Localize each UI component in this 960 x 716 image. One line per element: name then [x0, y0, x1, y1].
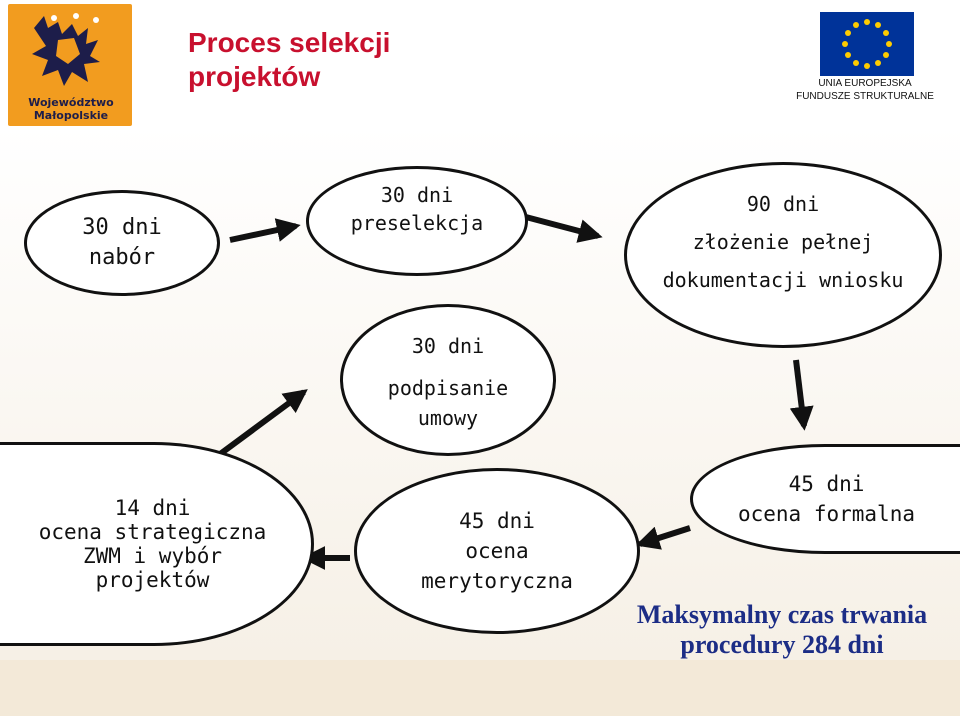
node-merytoryczna-days: 45 dni — [459, 509, 535, 533]
node-nabor: 30 dni nabór — [24, 190, 220, 296]
logo-text-line2: Małopolskie — [33, 109, 109, 122]
node-strategiczna-label-line3: projektów — [95, 568, 210, 592]
arrow-strategiczna-to-umowa — [210, 389, 308, 463]
eu-caption: UNIA EUROPEJSKA FUNDUSZE STRUKTURALNE — [780, 77, 950, 103]
node-formalna-label: ocena formalna — [737, 502, 915, 526]
summary-line1: Maksymalny czas trwania — [636, 600, 928, 629]
node-dokumentacja-label-line2: dokumentacji wniosku — [662, 268, 904, 292]
node-dokumentacja-label-line1: złożenie pełnej — [692, 230, 874, 254]
node-preselekcja-days: 30 dni — [380, 183, 454, 207]
logo-text-line1: Województwo — [28, 96, 114, 109]
node-merytoryczna-label-line2: merytoryczna — [421, 569, 573, 593]
node-merytoryczna-label-line1: ocena — [465, 539, 529, 563]
eu-caption-line1: UNIA EUROPEJSKA — [818, 78, 912, 89]
node-formalna: 45 dni ocena formalna — [690, 444, 960, 554]
node-strategiczna: 14 dni ocena strategiczna ZWM i wybór pr… — [0, 442, 314, 646]
malopolska-logo: Województwo Małopolskie — [8, 4, 132, 126]
node-umowa-label-line1: podpisanie — [387, 376, 509, 400]
node-strategiczna-days: 14 dni — [114, 496, 191, 520]
eu-caption-line2: FUNDUSZE STRUKTURALNE — [796, 91, 934, 102]
node-umowa-days: 30 dni — [411, 334, 485, 358]
node-nabor-days: 30 dni — [82, 215, 162, 240]
bottom-band — [0, 660, 960, 716]
summary-text: Maksymalny czas trwania procedury 284 dn… — [604, 600, 960, 660]
summary-line2: procedury 284 dni — [680, 630, 884, 659]
arrow-formalna-to-merytoryczna — [635, 525, 691, 550]
node-dokumentacja-days: 90 dni — [746, 192, 820, 216]
node-formalna-days: 45 dni — [788, 472, 865, 496]
dragon-emblem-icon — [32, 13, 100, 86]
node-merytoryczna: 45 dni ocena merytoryczna — [354, 468, 640, 634]
page-title: Proces selekcji projektów — [188, 26, 390, 94]
node-umowa-label-line2: umowy — [417, 406, 479, 430]
node-dokumentacja: 90 dni złożenie pełnej dokumentacji wnio… — [624, 162, 942, 348]
node-strategiczna-label-line2: ZWM i wybór — [82, 544, 223, 568]
node-preselekcja-label: preselekcja — [350, 211, 484, 235]
node-strategiczna-label-line1: ocena strategiczna — [38, 520, 267, 544]
arrow-preselekcja-to-dokumentacja — [521, 213, 603, 243]
node-nabor-label: nabór — [88, 245, 156, 270]
eu-flag-icon — [820, 12, 914, 76]
title-line2: projektów — [188, 61, 321, 92]
title-line1: Proces selekcji — [188, 27, 391, 58]
node-preselekcja: 30 dni preselekcja — [306, 166, 528, 276]
arrow-nabor-to-preselekcja — [229, 218, 301, 243]
node-umowa: 30 dni podpisanie umowy — [340, 304, 556, 456]
arrow-dokumentacja-to-formalna — [789, 359, 814, 431]
